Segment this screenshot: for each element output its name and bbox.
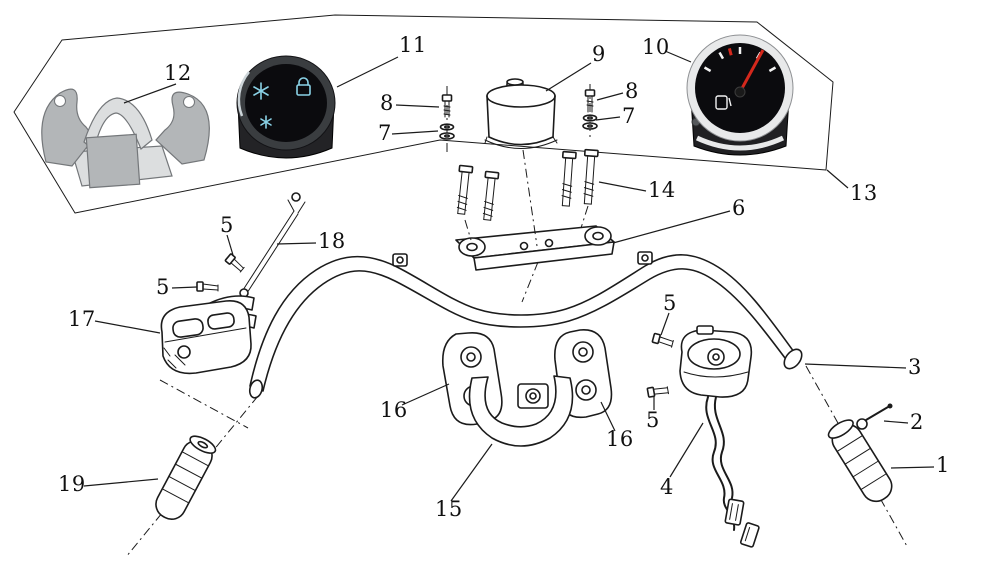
screw-and-washers-right xyxy=(582,84,598,140)
indicator-icons xyxy=(253,77,311,129)
callout-label-16a: 16 xyxy=(380,398,408,422)
bolt-5-upper-right xyxy=(651,332,674,348)
callout-label-5b: 5 xyxy=(156,275,170,299)
bolt-5-lower-right xyxy=(646,386,669,398)
handlebar-tube xyxy=(248,251,803,399)
callout-label-7b: 7 xyxy=(622,104,636,128)
screw-and-washers-left xyxy=(439,86,455,154)
callout-label-8a: 8 xyxy=(380,91,394,115)
wire-harness xyxy=(705,396,760,548)
fuel-pump-icon xyxy=(715,95,732,110)
indicator-gauge-photo xyxy=(236,55,336,159)
callout-label-6: 6 xyxy=(732,196,746,220)
alignment-lines xyxy=(125,149,909,558)
callout-label-17: 17 xyxy=(68,307,96,331)
callout-label-10: 10 xyxy=(642,35,670,59)
callout-label-7a: 7 xyxy=(378,121,392,145)
lower-holder xyxy=(468,375,574,447)
fuel-gauge-photo xyxy=(686,34,794,156)
callout-label-15: 15 xyxy=(435,497,463,521)
callout-label-5d: 5 xyxy=(646,408,660,432)
speedometer-housing xyxy=(484,78,558,149)
choke-rod xyxy=(239,192,306,298)
callout-label-9: 9 xyxy=(592,42,606,66)
callout-label-12: 12 xyxy=(164,61,192,85)
upper-bracket xyxy=(455,225,615,271)
left-switch-assembly xyxy=(160,295,257,375)
callout-label-1: 1 xyxy=(936,453,950,477)
callout-label-2: 2 xyxy=(910,410,924,434)
mount-bolts-left xyxy=(456,164,500,221)
photo-panel-outline xyxy=(13,14,834,214)
right-switch-assembly xyxy=(679,325,753,398)
leader-lines xyxy=(83,50,935,502)
callout-label-5c: 5 xyxy=(663,291,677,315)
mount-bolts-right xyxy=(561,148,599,207)
left-grip xyxy=(155,435,217,520)
callout-label-14: 14 xyxy=(648,178,676,202)
callout-label-8b: 8 xyxy=(625,79,639,103)
callout-label-4: 4 xyxy=(660,475,674,499)
clamp-cover-right xyxy=(553,329,613,419)
callout-label-11: 11 xyxy=(399,33,427,57)
lever xyxy=(856,403,893,430)
bolt-5-lower-left xyxy=(196,281,219,292)
bracket-photo xyxy=(41,88,210,189)
callout-label-18: 18 xyxy=(318,229,346,253)
callout-label-5a: 5 xyxy=(220,213,234,237)
callout-label-19: 19 xyxy=(58,472,86,496)
callout-label-16b: 16 xyxy=(606,427,634,451)
bolt-5-upper-left xyxy=(224,253,245,273)
right-grip xyxy=(827,419,893,503)
callout-label-3: 3 xyxy=(908,355,922,379)
callout-label-13: 13 xyxy=(850,181,878,205)
